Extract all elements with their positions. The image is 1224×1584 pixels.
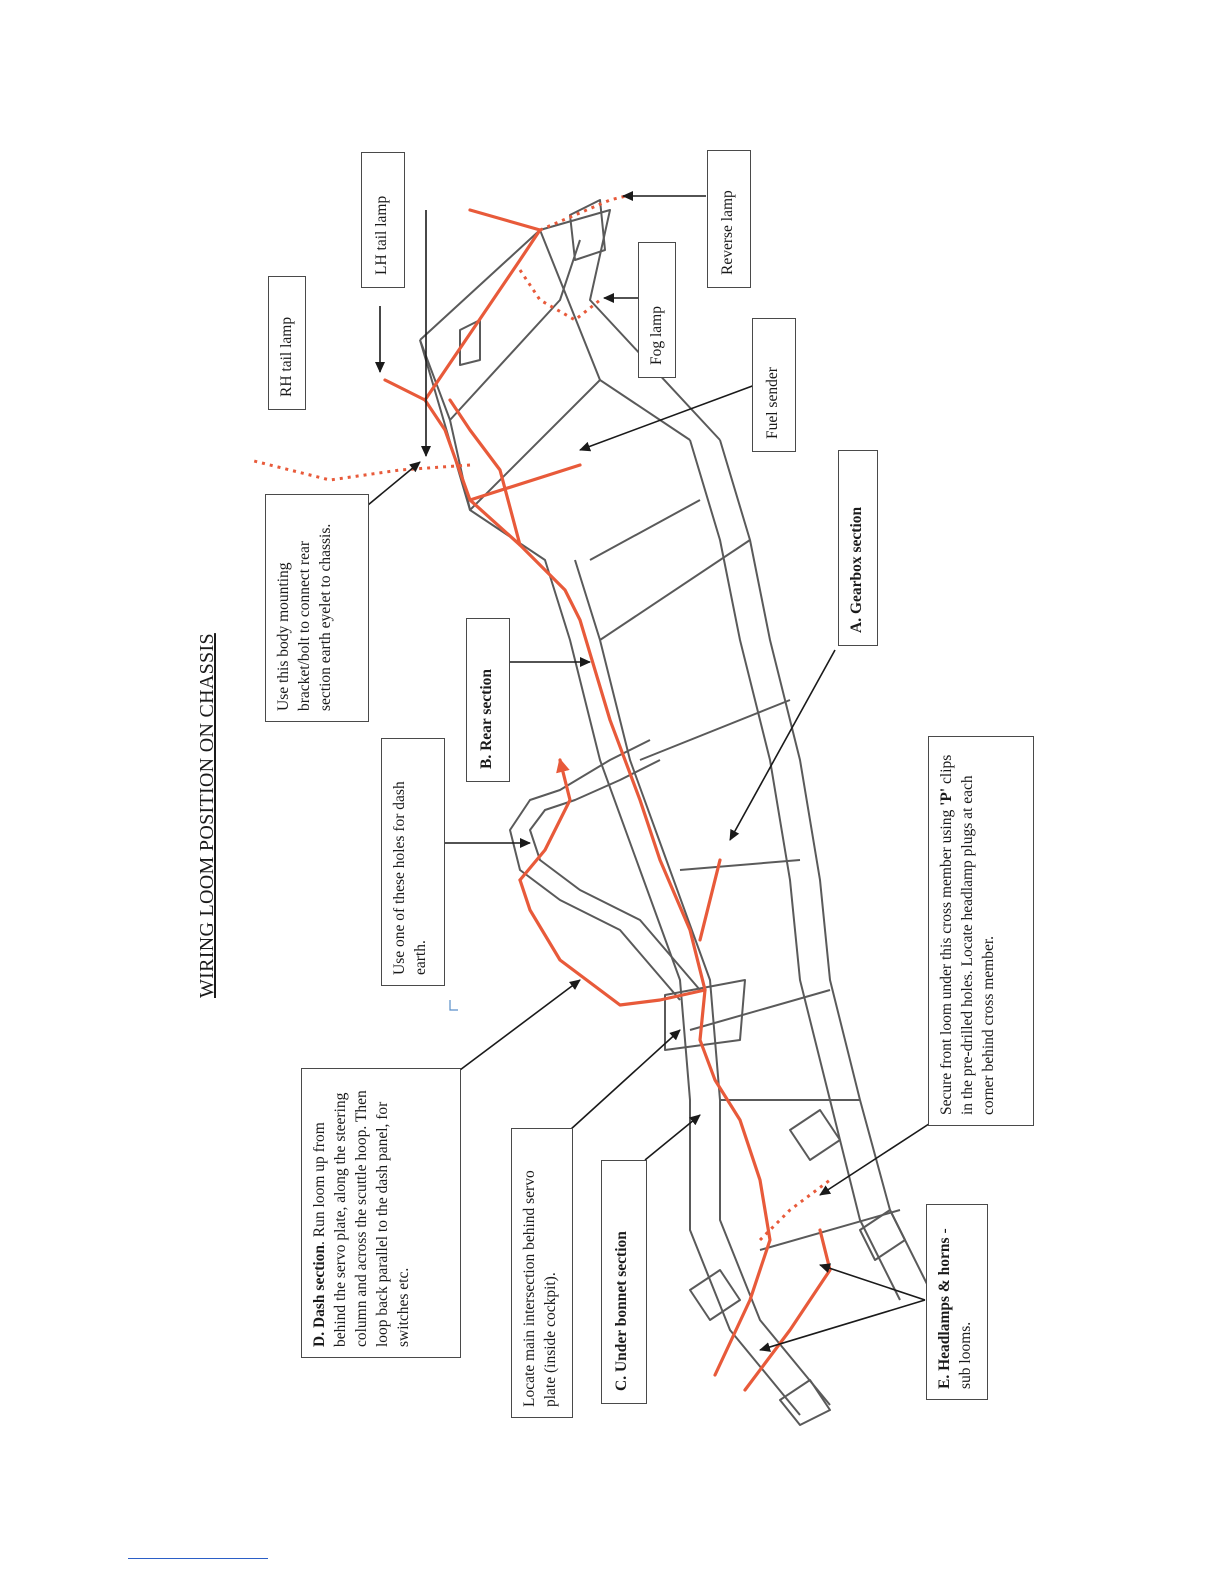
label-rh-tail-lamp-text: RH tail lamp: [278, 316, 295, 397]
label-headlamps-horns-heading: E. Headlamps & horns: [936, 1237, 953, 1389]
label-rear-section-text: B. Rear section: [478, 668, 495, 769]
stray-mark: [449, 1000, 458, 1011]
leader-lines: [367, 191, 936, 1352]
label-fog-lamp: Fog lamp: [638, 242, 676, 378]
label-fuel-sender-text: Fuel sender: [764, 367, 781, 439]
label-secure-front-loom-p-clips: 'P': [938, 787, 955, 806]
label-secure-front-loom: Secure front loom under this cross membe…: [928, 736, 1034, 1126]
label-dash-earth-holes: Use one of these holes for dash earth.: [381, 738, 445, 986]
label-under-bonnet-section-text: C. Under bonnet section: [613, 1231, 630, 1391]
label-headlamps-horns: E. Headlamps & horns - sub looms.: [926, 1204, 988, 1400]
label-earth-bracket-text: Use this body mounting bracket/bolt to c…: [275, 523, 334, 711]
label-rh-tail-lamp: RH tail lamp: [268, 276, 306, 410]
label-under-bonnet-section: C. Under bonnet section: [601, 1160, 647, 1404]
label-main-intersection-text: Locate main intersection behind servo pl…: [521, 1170, 559, 1407]
label-lh-tail-lamp-text: LH tail lamp: [373, 195, 390, 275]
label-rear-section: B. Rear section: [466, 618, 510, 782]
label-gearbox-section-text: A. Gearbox section: [848, 506, 865, 633]
label-dash-earth-holes-text: Use one of these holes for dash earth.: [391, 781, 429, 975]
footer-rule: [128, 1558, 268, 1559]
label-gearbox-section: A. Gearbox section: [838, 450, 878, 646]
label-secure-front-loom-text-a: Secure front loom under this cross membe…: [938, 805, 955, 1115]
chassis-frame: [419, 199, 931, 1426]
label-fog-lamp-text: Fog lamp: [648, 306, 665, 365]
label-reverse-lamp: Reverse lamp: [707, 150, 751, 288]
label-dash-section: D. Dash section. Run loom up from behind…: [301, 1068, 461, 1358]
page-title: WIRING LOOM POSITION ON CHASSIS: [196, 633, 218, 998]
label-main-intersection: Locate main intersection behind servo pl…: [511, 1128, 573, 1418]
label-reverse-lamp-text: Reverse lamp: [719, 190, 736, 275]
label-earth-bracket: Use this body mounting bracket/bolt to c…: [265, 494, 369, 722]
label-fuel-sender: Fuel sender: [752, 318, 796, 452]
label-lh-tail-lamp: LH tail lamp: [361, 152, 405, 288]
label-dash-section-heading: D. Dash section: [311, 1244, 328, 1347]
wiring-loom: [383, 208, 832, 1392]
